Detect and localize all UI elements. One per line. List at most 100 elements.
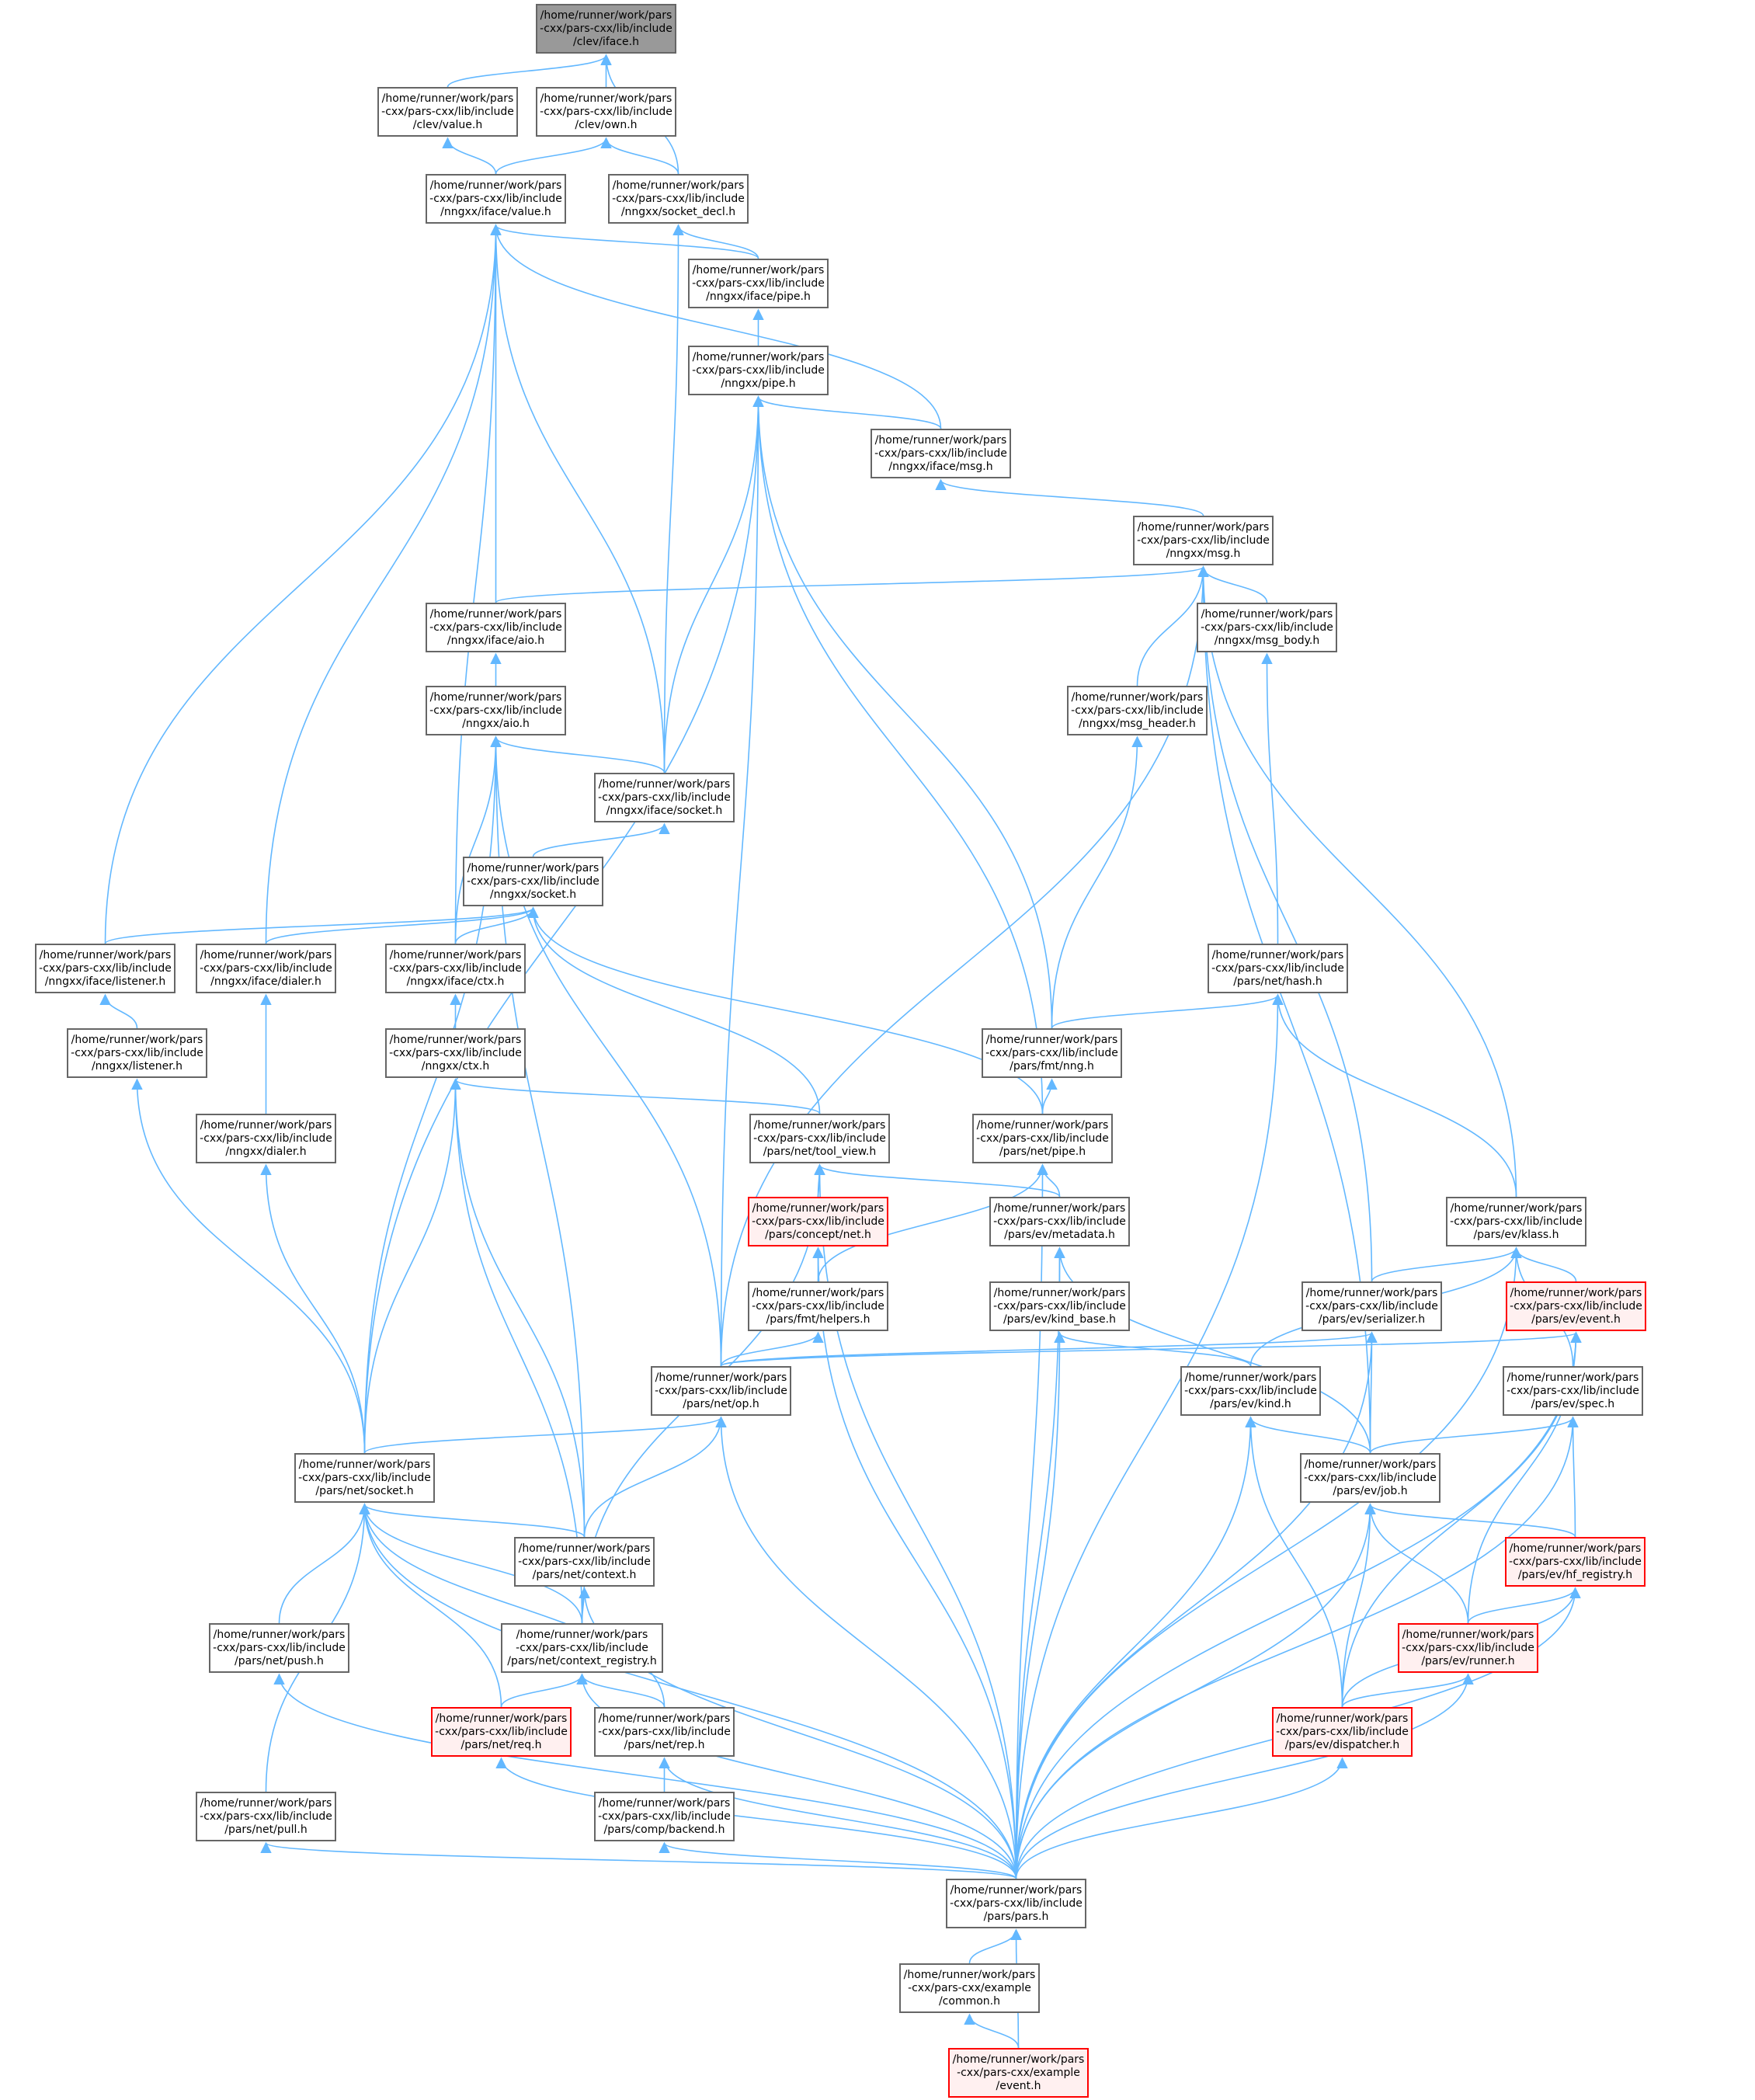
edge-pars_ev_klass-to-pars_net_hash [1272, 993, 1517, 1198]
edge-nngxx_iface_msg-to-nngxx_iface_value [490, 224, 942, 429]
edge-nngxx_msg-to-nngxx_iface_msg [935, 478, 1204, 516]
edge-pars_ev_serializer-to-nngxx_msg [1197, 565, 1373, 1282]
node-pars-net-pull[interactable]: /home/runner/work/pars -cxx/pars-cxx/lib… [196, 1792, 336, 1841]
node-pars-concept-net[interactable]: /home/runner/work/pars -cxx/pars-cxx/lib… [748, 1197, 888, 1246]
node-nngxx-socket[interactable]: /home/runner/work/pars -cxx/pars-cxx/lib… [463, 857, 603, 906]
node-pars-ev-spec[interactable]: /home/runner/work/pars -cxx/pars-cxx/lib… [1503, 1366, 1643, 1416]
node-pars-fmt-helpers[interactable]: /home/runner/work/pars -cxx/pars-cxx/lib… [748, 1281, 888, 1331]
edge-nngxx_iface_dialer-to-nngxx_socket [265, 906, 539, 944]
edge-pars_ev_event-to-pars_ev_klass [1510, 1246, 1577, 1282]
edge-pars_net_context-to-pars_net_socket [359, 1503, 586, 1538]
node-pars-net-req[interactable]: /home/runner/work/pars -cxx/pars-cxx/lib… [431, 1707, 572, 1757]
node-pars-ev-event[interactable]: /home/runner/work/pars -cxx/pars-cxx/lib… [1506, 1281, 1646, 1331]
edge-pars_pars-to-pars_ev_kind_base [1015, 1331, 1065, 1879]
edge-pars_net_rep-to-pars_net_socket [359, 1503, 666, 1708]
edge-pars_fmt_nng-to-nngxx_msg_header [1051, 735, 1143, 1029]
node-nngxx-iface-dialer[interactable]: /home/runner/work/pars -cxx/pars-cxx/lib… [196, 944, 336, 993]
edge-nngxx_iface_socket-to-nngxx_aio [490, 735, 666, 774]
edge-pars_ev_serializer-to-pars_ev_klass [1371, 1246, 1522, 1282]
node-nngxx-iface-msg[interactable]: /home/runner/work/pars -cxx/pars-cxx/lib… [871, 429, 1011, 478]
edge-pars_pars-to-pars_ev_job [1015, 1503, 1376, 1879]
edge-pars_net_hash-to-nngxx_msg_body [1261, 652, 1279, 944]
node-pars-ev-dispatcher[interactable]: /home/runner/work/pars -cxx/pars-cxx/lib… [1272, 1707, 1413, 1757]
edge-nngxx_socket-to-nngxx_iface_socket [532, 822, 670, 857]
edge-pars_pars-to-pars_ev_runner [1015, 1673, 1474, 1879]
edge-nngxx_iface_socket-to-nngxx_iface_value [490, 224, 666, 774]
node-pars-ev-runner[interactable]: /home/runner/work/pars -cxx/pars-cxx/lib… [1398, 1623, 1538, 1673]
edge-nngxx_iface_aio-to-nngxx_msg [495, 565, 1209, 603]
node-nngxx-iface-socket[interactable]: /home/runner/work/pars -cxx/pars-cxx/lib… [594, 773, 735, 822]
node-nngxx-iface-listener[interactable]: /home/runner/work/pars -cxx/pars-cxx/lib… [35, 944, 176, 993]
node-nngxx-listener[interactable]: /home/runner/work/pars -cxx/pars-cxx/lib… [67, 1028, 207, 1078]
node-pars-net-rep[interactable]: /home/runner/work/pars -cxx/pars-cxx/lib… [594, 1707, 735, 1757]
edge-pars_pars-to-pars_net_op [715, 1416, 1017, 1879]
node-clev-value[interactable]: /home/runner/work/pars -cxx/pars-cxx/lib… [377, 87, 518, 137]
node-pars-net-socket[interactable]: /home/runner/work/pars -cxx/pars-cxx/lib… [294, 1453, 435, 1503]
edge-nngxx_iface_socket-to-nngxx_pipe [663, 395, 764, 774]
edge-pars_pars-to-pars_net_pull [260, 1841, 1017, 1879]
node-pars-net-push[interactable]: /home/runner/work/pars -cxx/pars-cxx/lib… [209, 1623, 349, 1673]
node-nngxx-iface-pipe[interactable]: /home/runner/work/pars -cxx/pars-cxx/lib… [688, 259, 829, 308]
node-nngxx-iface-aio[interactable]: /home/runner/work/pars -cxx/pars-cxx/lib… [426, 603, 566, 652]
edge-pars_ev_hf_registry-to-pars_ev_job [1364, 1503, 1576, 1538]
edge-pars_net_op-to-pars_ev_serializer [720, 1331, 1378, 1367]
node-pars-net-op[interactable]: /home/runner/work/pars -cxx/pars-cxx/lib… [651, 1366, 791, 1416]
edge-pars_ev_dispatcher-to-pars_ev_kind [1245, 1416, 1343, 1708]
node-nngxx-msg-header[interactable]: /home/runner/work/pars -cxx/pars-cxx/lib… [1067, 686, 1208, 735]
edge-pars_ev_dispatcher-to-pars_ev_runner [1341, 1673, 1474, 1708]
edge-pars_pars-to-pars_net_hash [1015, 993, 1284, 1879]
node-pars-ev-kind-base[interactable]: /home/runner/work/pars -cxx/pars-cxx/lib… [989, 1281, 1130, 1331]
node-nngxx-pipe[interactable]: /home/runner/work/pars -cxx/pars-cxx/lib… [688, 346, 829, 395]
edge-pars_net_context_registry-to-pars_net_socket [359, 1503, 583, 1624]
node-pars-fmt-nng[interactable]: /home/runner/work/pars -cxx/pars-cxx/lib… [982, 1028, 1122, 1078]
edge-pars_fmt_helpers-to-pars_net_pipe [817, 1163, 1048, 1282]
edge-pars_ev_dispatcher-to-pars_ev_job [1341, 1503, 1376, 1708]
node-pars-ev-metadata[interactable]: /home/runner/work/pars -cxx/pars-cxx/lib… [989, 1197, 1130, 1246]
node-pars-ev-hf-registry[interactable]: /home/runner/work/pars -cxx/pars-cxx/lib… [1505, 1537, 1646, 1587]
node-pars-net-hash[interactable]: /home/runner/work/pars -cxx/pars-cxx/lib… [1208, 944, 1348, 993]
edge-pars_net_op-to-nngxx_aio [490, 735, 722, 1367]
node-pars-pars[interactable]: /home/runner/work/pars -cxx/pars-cxx/lib… [946, 1879, 1086, 1928]
node-nngxx-aio[interactable]: /home/runner/work/pars -cxx/pars-cxx/lib… [426, 686, 566, 735]
edge-example_common-to-pars_pars [968, 1928, 1022, 1964]
edge-nngxx_socket_decl-to-clev_own [600, 137, 679, 175]
node-pars-ev-job[interactable]: /home/runner/work/pars -cxx/pars-cxx/lib… [1300, 1453, 1440, 1503]
node-clev-own[interactable]: /home/runner/work/pars -cxx/pars-cxx/lib… [536, 87, 676, 137]
edge-pars_net_op-to-nngxx_pipe [720, 395, 764, 1367]
node-example-common[interactable]: /home/runner/work/pars -cxx/pars-cxx/exa… [899, 1963, 1040, 2013]
edge-nngxx_iface_msg-to-nngxx_pipe [752, 395, 942, 429]
edge-pars_fmt_nng-to-nngxx_pipe [752, 395, 1053, 1029]
edge-pars_net_socket-to-nngxx_listener [131, 1078, 366, 1454]
node-clev-iface[interactable]: /home/runner/work/pars -cxx/pars-cxx/lib… [536, 4, 676, 54]
edge-pars_net_socket-to-nngxx_pipe [363, 395, 764, 1454]
node-example-event[interactable]: /home/runner/work/pars -cxx/pars-cxx/exa… [948, 2048, 1089, 2098]
node-pars-ev-klass[interactable]: /home/runner/work/pars -cxx/pars-cxx/lib… [1446, 1197, 1586, 1246]
node-pars-comp-backend[interactable]: /home/runner/work/pars -cxx/pars-cxx/lib… [594, 1792, 735, 1841]
node-pars-net-pipe[interactable]: /home/runner/work/pars -cxx/pars-cxx/lib… [972, 1114, 1113, 1163]
edge-pars_fmt_nng-to-pars_net_hash [1051, 993, 1284, 1029]
edge-pars_net_op-to-pars_ev_event [720, 1331, 1582, 1367]
edge-pars_net_pipe-to-pars_fmt_nng [1041, 1078, 1058, 1114]
node-nngxx-socket-decl[interactable]: /home/runner/work/pars -cxx/pars-cxx/lib… [608, 174, 749, 224]
edge-pars_net_context_registry-to-nngxx_ctx [450, 1078, 583, 1624]
edge-pars_pars-to-pars_concept_net [812, 1246, 1017, 1879]
node-nngxx-iface-ctx[interactable]: /home/runner/work/pars -cxx/pars-cxx/lib… [385, 944, 526, 993]
edge-pars_pars-to-pars_net_push [273, 1673, 1017, 1879]
node-pars-ev-kind[interactable]: /home/runner/work/pars -cxx/pars-cxx/lib… [1180, 1366, 1321, 1416]
node-nngxx-dialer[interactable]: /home/runner/work/pars -cxx/pars-cxx/lib… [196, 1114, 336, 1163]
edge-pars_ev_runner-to-pars_ev_hf_registry [1467, 1587, 1581, 1624]
edge-pars_ev_hf_registry-to-pars_ev_spec [1567, 1416, 1579, 1538]
edge-pars_net_socket-to-nngxx_ctx [363, 1078, 461, 1454]
node-pars-ev-serializer[interactable]: /home/runner/work/pars -cxx/pars-cxx/lib… [1301, 1281, 1442, 1331]
node-pars-net-tool-view[interactable]: /home/runner/work/pars -cxx/pars-cxx/lib… [749, 1114, 890, 1163]
node-nngxx-iface-value[interactable]: /home/runner/work/pars -cxx/pars-cxx/lib… [426, 174, 566, 224]
node-pars-net-context-registry[interactable]: /home/runner/work/pars -cxx/pars-cxx/lib… [501, 1623, 663, 1673]
node-nngxx-msg[interactable]: /home/runner/work/pars -cxx/pars-cxx/lib… [1133, 516, 1274, 565]
node-nngxx-ctx[interactable]: /home/runner/work/pars -cxx/pars-cxx/lib… [385, 1028, 526, 1078]
edge-pars_pars-to-pars_net_tool_view [814, 1163, 1017, 1879]
node-nngxx-msg-body[interactable]: /home/runner/work/pars -cxx/pars-cxx/lib… [1197, 603, 1337, 652]
edge-pars_pars-to-pars_ev_kind [1015, 1416, 1256, 1879]
edge-pars_net_pipe-to-nngxx_pipe [752, 395, 1044, 1114]
node-pars-net-context[interactable]: /home/runner/work/pars -cxx/pars-cxx/lib… [514, 1537, 655, 1587]
